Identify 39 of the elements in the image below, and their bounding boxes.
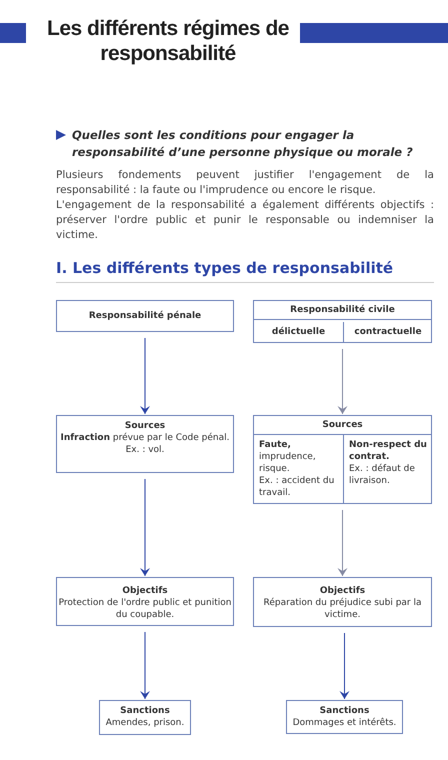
box-heading: Responsabilité pénale	[88, 310, 202, 322]
box-text: Ex. : vol.	[124, 444, 166, 456]
question-heading: Quelles sont les conditions pour engager la responsabilité d’une personne physique ou morale ?	[72, 127, 414, 161]
process-box	[253, 415, 432, 504]
box-heading: Sources	[124, 420, 166, 432]
box-heading: Sanctions	[318, 705, 370, 717]
box-heading: Objectifs	[318, 585, 366, 597]
process-box	[253, 300, 432, 343]
box-text: Amendes, prison.	[104, 717, 186, 729]
box-text: Infraction prévue par le Code pénal.	[60, 432, 230, 444]
section-heading: I. Les différents types de responsabilité	[56, 258, 394, 278]
box-text: Réparation du préjudice subi par la victime.	[262, 597, 422, 621]
box-text: Dommages et intérêts.	[292, 717, 398, 729]
title: Les différents régimes de responsabilité	[46, 16, 290, 66]
box-heading: Non-respect du contrat.	[349, 439, 427, 463]
box-heading: contractuelle	[353, 326, 423, 338]
arrow	[340, 632, 350, 700]
box-heading: Objectifs	[121, 585, 169, 597]
process-box	[56, 577, 234, 626]
box-heading: Responsabilité civile	[254, 301, 431, 320]
box-heading: Sources	[254, 416, 431, 435]
box-heading: Sanctions	[119, 705, 171, 717]
arrow	[140, 478, 150, 576]
process-box	[56, 415, 234, 473]
box-heading: délictuelle	[270, 326, 326, 338]
intro-paragraph: Plusieurs fondements peuvent justifier l'engagement de la responsabilité : la faute ou l'imprudence ou encore le risque.	[56, 168, 434, 198]
box-text: Protection de l'ordre public et punition du coupable.	[58, 597, 232, 621]
process-box	[99, 700, 191, 735]
box-text: Ex. : accident du travail.	[259, 475, 336, 499]
process-box	[253, 577, 432, 627]
arrow	[338, 510, 348, 576]
process-box	[286, 700, 403, 734]
box-text: Ex. : défaut de livraison.	[349, 463, 416, 487]
arrow	[140, 338, 150, 414]
arrow	[338, 348, 348, 414]
intro-paragraph: L'engagement de la responsabilité a également différents objectifs : préserver l'ordre public et punir le responsable ou indemniser la victime.	[56, 198, 434, 243]
arrow	[140, 632, 150, 700]
box-heading: Faute, imprudence, risque.	[259, 439, 317, 475]
process-box	[56, 300, 234, 332]
